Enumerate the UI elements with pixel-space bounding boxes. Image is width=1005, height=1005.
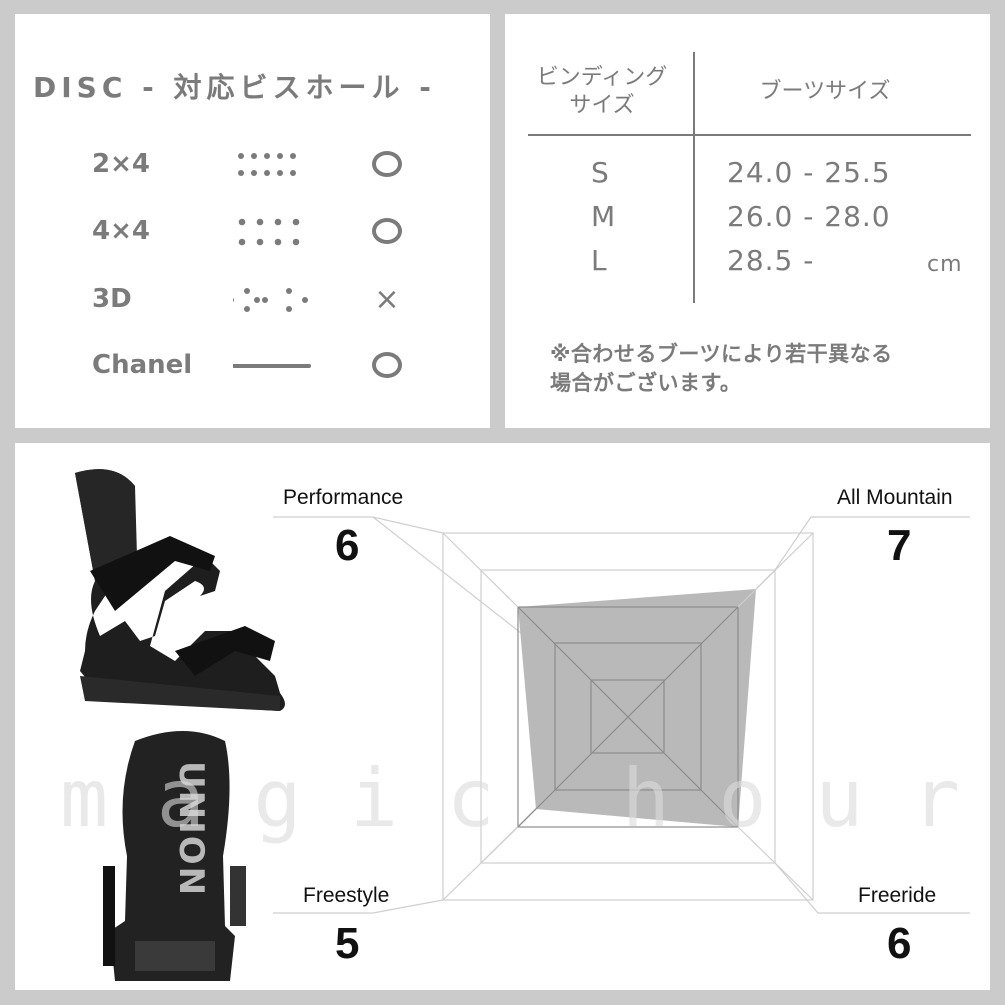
axis-value-freeride: 6 (887, 919, 912, 968)
size-s: S (591, 156, 610, 189)
axis-label-freestyle: Freestyle (303, 884, 390, 907)
3d-dots-icon (233, 288, 308, 312)
boots-size-header: ブーツサイズ (759, 79, 891, 104)
4x4-dots-icon (238, 218, 300, 246)
compatible-circle-icon (367, 211, 407, 251)
incompatible-cross-icon: × (374, 281, 400, 317)
2x4-dots-icon (238, 153, 296, 176)
table-vertical-divider (693, 52, 695, 303)
size-note: ※合わせるブーツにより若干異なる 場合がございます。 (550, 340, 893, 398)
disc-row-channel: Chanel (15, 345, 490, 385)
disc-label: 3D (92, 284, 132, 314)
size-s-range: 24.0 - 25.5 (727, 156, 891, 189)
compatible-circle-icon (367, 144, 407, 184)
binding-side-view-image (75, 469, 285, 711)
note-line: ※合わせるブーツにより若干異なる (550, 342, 893, 366)
size-m: M (591, 200, 617, 233)
axis-value-performance: 6 (335, 521, 360, 570)
channel-line-icon (233, 364, 311, 368)
disc-row-4x4: 4×4 (15, 211, 490, 251)
axis-label-freeride: Freeride (858, 884, 937, 907)
disc-label: 4×4 (92, 216, 150, 246)
header-line: サイズ (569, 93, 635, 118)
disc-compatibility-panel: DISC - 対応ビスホール - 2×4 4×4 3D (15, 14, 490, 428)
axis-value-freestyle: 5 (335, 919, 360, 968)
size-m-range: 26.0 - 28.0 (727, 200, 891, 233)
header-line: ビンディング (536, 65, 668, 90)
compatible-circle-icon (367, 345, 407, 385)
disc-label: Chanel (92, 350, 193, 380)
binding-back-view-image: UNION (103, 731, 246, 981)
size-l-range: 28.5 - (727, 244, 815, 277)
radar-chart (273, 516, 970, 914)
size-l: L (591, 244, 608, 277)
disc-row-3d: 3D × (15, 279, 490, 319)
unit-label: cm (927, 252, 963, 277)
table-horizontal-divider (528, 134, 971, 136)
binding-size-header: ビンディング サイズ (527, 64, 677, 120)
axis-label-all-mountain: All Mountain (837, 486, 953, 509)
disc-label: 2×4 (92, 149, 150, 179)
disc-title: DISC - 対応ビスホール - (33, 71, 436, 104)
note-line: 場合がございます。 (550, 371, 742, 395)
disc-row-2x4: 2×4 (15, 144, 490, 184)
radar-inner-grid (517, 606, 739, 828)
size-chart-panel: ビンディング サイズ ブーツサイズ S 24.0 - 25.5 M 26.0 -… (505, 14, 990, 428)
union-logo-text: UNION (171, 761, 211, 897)
axis-label-performance: Performance (283, 486, 404, 509)
rating-chart-panel: UNION Performanc (15, 443, 990, 990)
axis-value-all-mountain: 7 (887, 521, 912, 570)
